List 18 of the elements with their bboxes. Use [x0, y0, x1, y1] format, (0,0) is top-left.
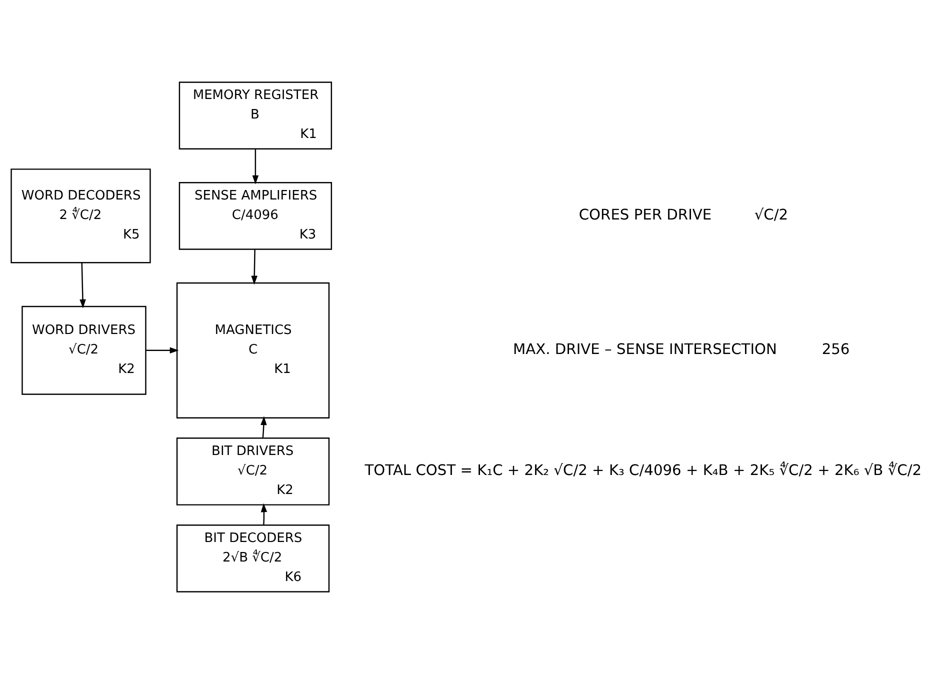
label: TOTAL COST = K₁C + 2K₂ √C/2 + K₃ C/4096 + K₄B + 2K₅ ∜C/2 + 2K₆ √B ∜C/2 [364, 462, 922, 479]
arrow [146, 346, 179, 354]
node-box: MAGNETICS C K1 [176, 282, 330, 418]
node-box: BIT DRIVERS √C/2 K2 [176, 437, 330, 505]
node-box: BIT DECODERS 2√B ∜C/2 K6 [176, 524, 330, 592]
arrow [260, 502, 268, 525]
node-box: WORD DECODERS 2 ∜C/2 K5 [10, 168, 151, 263]
arrow [252, 148, 259, 184]
arrow [251, 249, 258, 284]
label: CORES PER DRIVE [578, 206, 712, 223]
arrow [80, 262, 86, 308]
label: √C/2 [754, 206, 788, 223]
node-box: SENSE AMPLIFIERS C/4096 K3 [178, 182, 332, 250]
node-box: WORD DRIVERS √C/2 K2 [22, 305, 146, 394]
label: 256 [822, 340, 850, 358]
node-box: MEMORY REGISTER B K1 [178, 81, 332, 149]
arrow [260, 416, 267, 438]
label: MAX. DRIVE – SENSE INTERSECTION [513, 340, 777, 358]
